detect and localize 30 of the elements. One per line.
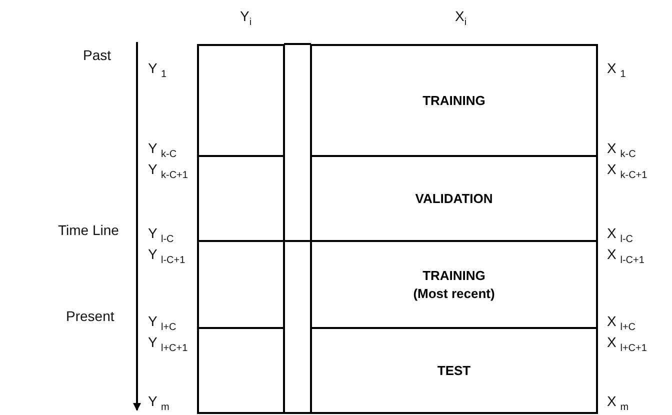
timeline-label: Past [83, 47, 112, 63]
timeline-label: Present [66, 308, 114, 324]
row-index-label: Y $_{m}$ [148, 393, 170, 413]
row-index-label: Y $_{l-C}$ [148, 225, 174, 245]
column-heading: X$_{i}$ [455, 8, 467, 28]
row-index-label: X $_{k-C}$ [607, 140, 636, 160]
row-index-label: Y $_{l+C+1}$ [148, 334, 188, 354]
row-index-label: X $_{m}$ [607, 393, 629, 413]
row-index-label: Y $_{k-C}$ [148, 140, 177, 160]
segment-label: TEST [437, 363, 471, 378]
row-index-label: Y $_{1}$ [148, 60, 167, 80]
row-index-label: X $_{l+C+1}$ [607, 334, 647, 354]
segment-label: TRAINING [422, 93, 486, 108]
row-index-label: X $_{1}$ [607, 60, 626, 80]
row-index-label: X $_{l+C}$ [607, 313, 636, 333]
row-index-label: X $_{l-C}$ [607, 225, 634, 245]
empty-box [197, 44, 285, 157]
segment-note: (Most recent) [413, 286, 495, 301]
timeline-label: Time Line [58, 222, 119, 238]
empty-box [197, 327, 285, 414]
row-index-label: Y $_{l-C+1}$ [148, 246, 186, 266]
row-index-label: Y $_{k-C+1}$ [148, 161, 188, 181]
segment-label: TRAINING [422, 268, 486, 283]
column-heading: Y$_{i}$ [240, 8, 252, 28]
segment-box [310, 327, 598, 414]
row-index-label: X $_{l-C+1}$ [607, 246, 644, 266]
row-index-label: X $_{k-C+1}$ [607, 161, 648, 181]
segment-label: VALIDATION [415, 191, 493, 206]
row-index-label: Y $_{l+C}$ [148, 313, 176, 333]
segment-box [310, 44, 598, 157]
